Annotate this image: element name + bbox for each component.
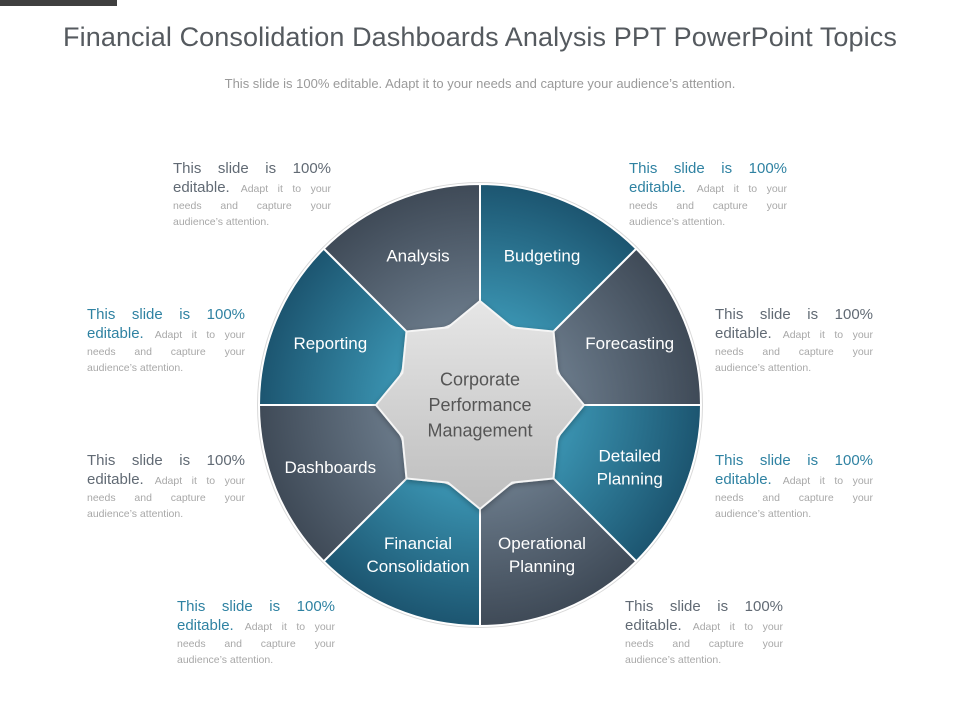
note-top-right: This slide is 100% editable. Adapt it to… bbox=[629, 159, 787, 229]
wheel-segment bbox=[479, 182, 638, 342]
center-label: Performance bbox=[428, 395, 531, 415]
note-bottom-right: This slide is 100% editable. Adapt it to… bbox=[625, 597, 783, 667]
center-label: Corporate bbox=[440, 370, 520, 390]
note-lead: This slide is 100% editable. bbox=[715, 306, 873, 342]
note-left-upper: This slide is 100% editable. Adapt it to… bbox=[87, 305, 245, 375]
segment-label: Budgeting bbox=[504, 246, 581, 265]
note-top-left: This slide is 100% editable. Adapt it to… bbox=[173, 159, 331, 229]
wheel-segment bbox=[543, 247, 703, 406]
note-body: Adapt it to your needs and capture your … bbox=[629, 183, 787, 228]
page-title: Financial Consolidation Dashboards Analy… bbox=[63, 22, 897, 52]
note-lead: This slide is 100% editable. bbox=[629, 160, 787, 196]
segment-label: Operational bbox=[498, 534, 586, 553]
note-body: Adapt it to your needs and capture your … bbox=[715, 329, 873, 374]
note-right-upper: This slide is 100% editable. Adapt it to… bbox=[715, 305, 873, 375]
note-body: Adapt it to your needs and capture your … bbox=[173, 183, 331, 228]
segment-label: Detailed bbox=[599, 447, 661, 466]
note-body: Adapt it to your needs and capture your … bbox=[177, 621, 335, 666]
segment-label: Dashboards bbox=[284, 458, 376, 477]
segment-label: Forecasting bbox=[585, 334, 674, 353]
note-right-lower: This slide is 100% editable. Adapt it to… bbox=[715, 451, 873, 521]
note-body: Adapt it to your needs and capture your … bbox=[625, 621, 783, 666]
note-body: Adapt it to your needs and capture your … bbox=[87, 329, 245, 374]
note-body: Adapt it to your needs and capture your … bbox=[715, 475, 873, 520]
wheel-segment bbox=[322, 182, 481, 342]
note-lead: This slide is 100% editable. bbox=[177, 598, 335, 634]
segment-label: Financial bbox=[384, 534, 452, 553]
segment-label: Planning bbox=[509, 557, 575, 576]
note-bottom-left: This slide is 100% editable. Adapt it to… bbox=[177, 597, 335, 667]
center-star bbox=[374, 299, 586, 511]
segment-label: Planning bbox=[597, 470, 663, 489]
top-accent-bar bbox=[0, 0, 117, 6]
note-lead: This slide is 100% editable. bbox=[173, 160, 331, 196]
note-lead: This slide is 100% editable. bbox=[715, 452, 873, 488]
wheel-segment bbox=[322, 468, 481, 628]
wheel-segment bbox=[543, 404, 703, 563]
segment-label: Reporting bbox=[293, 334, 367, 353]
note-lead: This slide is 100% editable. bbox=[625, 598, 783, 634]
wheel-segment bbox=[257, 404, 417, 563]
note-body: Adapt it to your needs and capture your … bbox=[87, 475, 245, 520]
segment-label: Consolidation bbox=[366, 557, 469, 576]
segment-label: Analysis bbox=[386, 246, 449, 265]
note-left-lower: This slide is 100% editable. Adapt it to… bbox=[87, 451, 245, 521]
wheel-segment bbox=[257, 247, 417, 406]
page-subtitle: This slide is 100% editable. Adapt it to… bbox=[224, 76, 736, 91]
note-lead: This slide is 100% editable. bbox=[87, 452, 245, 488]
center-label: Management bbox=[427, 421, 532, 441]
note-lead: This slide is 100% editable. bbox=[87, 306, 245, 342]
wheel-segment bbox=[479, 468, 638, 628]
